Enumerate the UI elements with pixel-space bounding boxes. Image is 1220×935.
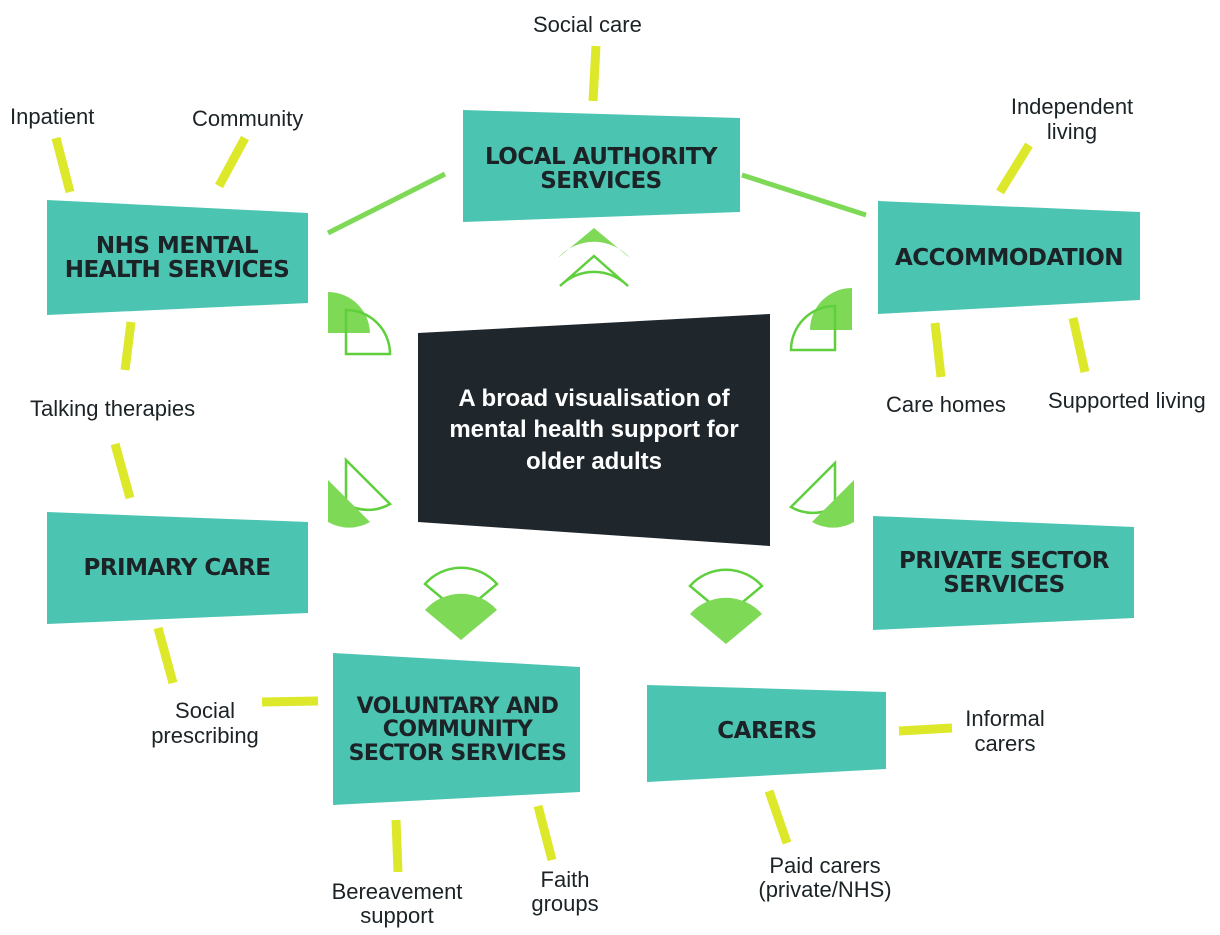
- spoke-care-homes: [930, 322, 946, 378]
- spoke-talking-therapies-top: [120, 321, 136, 371]
- spoke-faith-groups: [533, 804, 557, 862]
- arrow-symbol-outline: [344, 308, 392, 356]
- spoke-supported-living: [1068, 317, 1090, 373]
- nhs-box: [47, 200, 308, 315]
- label-informal-carers: Informal carers: [965, 706, 1045, 757]
- accommodation-label: ACCOMMODATION: [894, 244, 1124, 271]
- arrow-symbol-outline: [344, 456, 393, 512]
- connector-line: [326, 171, 447, 236]
- private-sector-label: PRIVATE SECTOR SERVICES: [899, 547, 1109, 598]
- arrow-symbol-outline: [788, 459, 837, 515]
- arrow-symbol: [328, 480, 370, 528]
- connector-line: [741, 172, 867, 218]
- spoke-social-prescribing-up: [153, 626, 178, 685]
- label-supported-living: Supported living: [1048, 388, 1206, 413]
- spoke-social-prescribing-right: [261, 696, 319, 707]
- arrow-symbol: [558, 228, 630, 258]
- label-community: Community: [192, 106, 304, 131]
- local-authority-box: [463, 110, 740, 222]
- label-social-prescribing: Social prescribing: [151, 698, 259, 749]
- carers-box: [647, 685, 886, 782]
- spoke-independent-living: [996, 142, 1033, 195]
- spoke-talking-therapies-bottom: [110, 442, 135, 500]
- arrow-symbol-outline: [789, 304, 837, 352]
- label-social-care: Social care: [533, 12, 642, 37]
- spoke-community: [215, 135, 249, 189]
- primary-care-box: [47, 512, 308, 624]
- spoke-social-care: [588, 45, 601, 102]
- arrow-symbol: [328, 291, 370, 333]
- spoke-paid-carers: [764, 789, 792, 845]
- spoke-inpatient: [51, 136, 75, 194]
- arrow-symbol-outline: [559, 254, 629, 287]
- voluntary-box: [333, 653, 580, 805]
- accommodation-box: [878, 201, 1140, 314]
- arrow-symbol: [690, 597, 762, 644]
- arrow-symbol: [812, 480, 854, 528]
- arrow-symbol-outline: [423, 566, 499, 616]
- carers-label: CARERS: [717, 717, 817, 744]
- voluntary-label: VOLUNTARY AND COMMUNITY SECTOR SERVICES: [348, 694, 567, 766]
- center-box: [418, 314, 770, 546]
- label-faith-groups: Faith groups: [531, 867, 599, 917]
- private-sector-box: [873, 516, 1134, 630]
- label-talking-therapies: Talking therapies: [30, 396, 196, 421]
- label-paid-carers: Paid carers (private/NHS): [758, 853, 892, 903]
- label-inpatient: Inpatient: [10, 104, 95, 129]
- center-title: A broad visualisation of mental health s…: [449, 385, 739, 475]
- local-authority-label: LOCAL AUTHORITY SERVICES: [484, 143, 718, 194]
- primary-care-label: PRIMARY CARE: [83, 554, 271, 581]
- arrow-symbol: [425, 593, 497, 640]
- arrow-symbol: [810, 288, 852, 330]
- label-bereavement-support: Bereavement support: [331, 879, 463, 929]
- nhs-label: NHS MENTAL HEALTH SERVICES: [64, 232, 290, 283]
- label-independent-living: Independent living: [1010, 94, 1134, 145]
- spoke-bereavement: [391, 819, 403, 873]
- arrow-symbol-outline: [688, 568, 764, 618]
- spoke-informal-carers: [898, 723, 953, 736]
- label-care-homes: Care homes: [886, 392, 1006, 417]
